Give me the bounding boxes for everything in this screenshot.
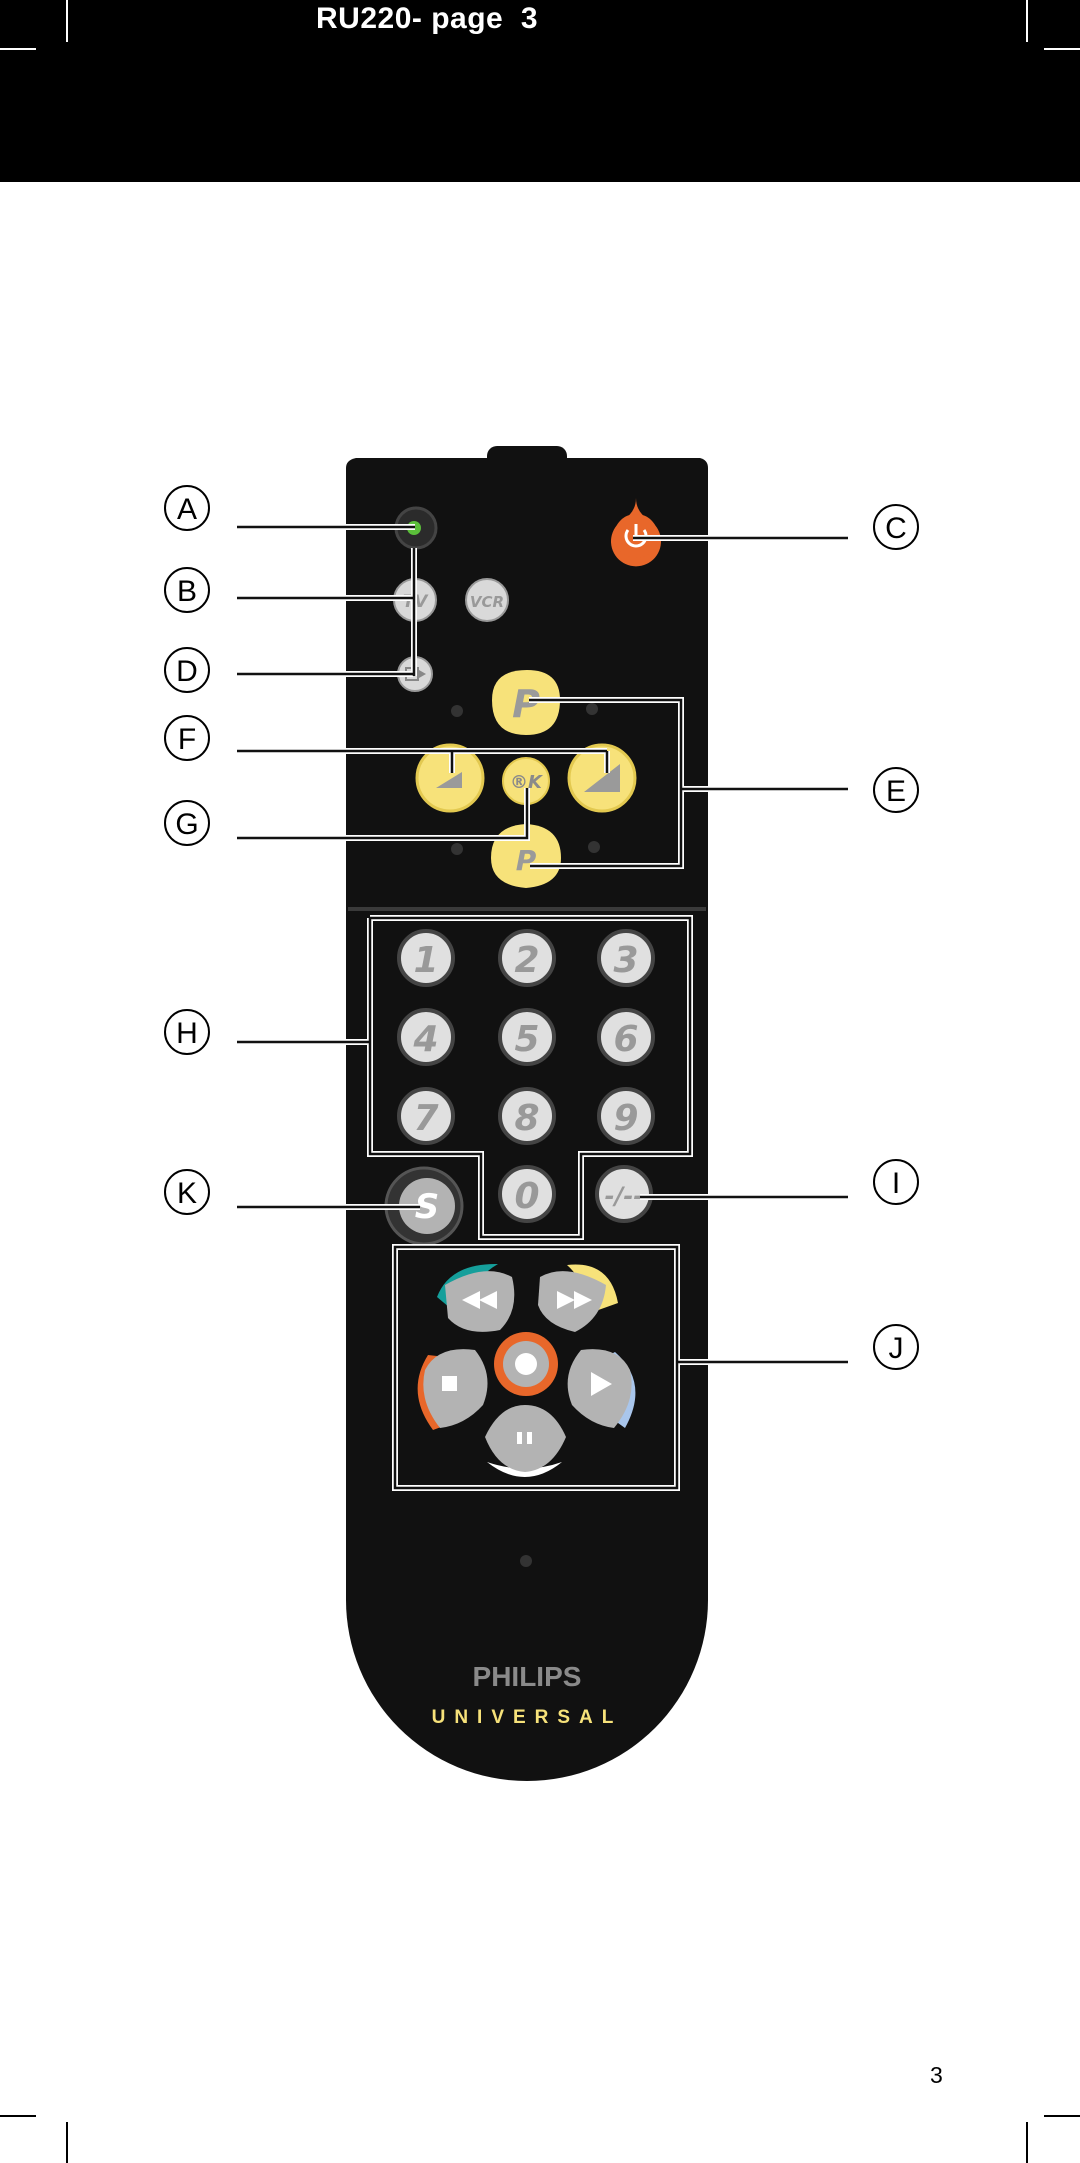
digit-label-8: 8: [514, 1098, 539, 1139]
callout-lines: [237, 524, 848, 1491]
digit-label-6: 6: [613, 1019, 638, 1060]
digit-label-5: 5: [514, 1019, 539, 1060]
callout-i-label: I: [892, 1167, 900, 1200]
callout-f: F: [164, 715, 210, 761]
digit-label-2: 2: [514, 940, 539, 981]
fast-forward-button[interactable]: [538, 1271, 606, 1332]
page-number: 3: [930, 2062, 943, 2088]
callout-a: A: [164, 485, 210, 531]
volume-down-button[interactable]: [415, 743, 485, 813]
callout-j-label: J: [889, 1332, 904, 1365]
stop-button[interactable]: [423, 1349, 488, 1428]
digit-button-4[interactable]: 4: [397, 1008, 455, 1066]
digit-keypad: 1 2 3 4 5 6 7 8 9 0: [397, 929, 655, 1223]
digit-label-1: 1: [413, 940, 438, 981]
callout-e-label: E: [886, 775, 906, 808]
decor-dot: [586, 703, 598, 715]
rewind-button[interactable]: [445, 1271, 515, 1332]
digit-label-4: 4: [412, 1019, 438, 1060]
callout-f-label: F: [178, 723, 196, 756]
callout-j: J: [873, 1324, 919, 1370]
microphone-dot: [520, 1555, 532, 1567]
mute-button[interactable]: ®K: [502, 757, 550, 805]
program-up-label: P: [512, 682, 540, 726]
rewind-icon: [462, 1291, 497, 1309]
callout-g-label: G: [175, 808, 198, 841]
brand-line: UNIVERSAL: [432, 1707, 623, 1728]
decor-dot: [451, 843, 463, 855]
mute-button-label: ®K: [510, 772, 544, 793]
digit-label-0: 0: [514, 1176, 539, 1217]
callout-g: G: [164, 800, 210, 846]
volume-down-icon: [436, 772, 462, 788]
stop-icon: [442, 1376, 457, 1391]
record-button[interactable]: [494, 1332, 558, 1396]
decor-dot: [588, 841, 600, 853]
digit-button-1[interactable]: 1: [397, 929, 455, 987]
brand-name: PHILIPS: [473, 1661, 582, 1692]
decor-dot: [451, 705, 463, 717]
program-up-button[interactable]: P: [492, 670, 560, 735]
digit-button-8[interactable]: 8: [498, 1087, 556, 1145]
callout-b: B: [164, 567, 210, 613]
digit-label-9: 9: [613, 1098, 638, 1139]
crop-mark-top-right-h: [1044, 48, 1080, 50]
play-button[interactable]: [567, 1349, 632, 1428]
digit-button-2[interactable]: 2: [498, 929, 556, 987]
crop-mark-bottom-right: [1026, 2122, 1028, 2163]
digit-button-3[interactable]: 3: [597, 929, 655, 987]
crop-mark-bottom-left-h: [0, 2115, 36, 2117]
callout-i: I: [873, 1159, 919, 1205]
page-header: RU220- page 3: [0, 0, 1080, 182]
pause-button[interactable]: [485, 1405, 566, 1472]
callout-c-label: C: [885, 512, 907, 545]
callout-d: D: [164, 647, 210, 693]
record-icon: [515, 1353, 537, 1375]
transport-cluster: [417, 1263, 636, 1477]
header-title: RU220- page 3: [316, 2, 539, 35]
program-down-label: P: [516, 844, 537, 877]
callout-c: C: [873, 504, 919, 550]
digit-label-7: 7: [413, 1098, 438, 1139]
callout-h-label: H: [176, 1017, 198, 1050]
digit-button-0[interactable]: 0: [498, 1165, 556, 1223]
digit-label-3: 3: [613, 940, 638, 981]
vcr-button-label: VCR: [470, 593, 504, 611]
callout-k-label: K: [177, 1177, 197, 1210]
crop-mark-bottom-right-h: [1044, 2115, 1080, 2117]
fast-forward-icon: [557, 1291, 592, 1309]
callout-h: H: [164, 1009, 210, 1055]
double-digit-label: -/--: [605, 1182, 644, 1210]
callout-b-label: B: [177, 575, 197, 608]
play-icon: [591, 1372, 612, 1396]
volume-up-icon: [584, 764, 620, 792]
callout-a-label: A: [177, 493, 197, 526]
vcr-button[interactable]: VCR: [465, 578, 509, 622]
crop-mark-top-left: [66, 0, 68, 42]
crop-mark-bottom-left: [66, 2122, 68, 2163]
callout-d-label: D: [176, 655, 198, 688]
digit-button-5[interactable]: 5: [498, 1008, 556, 1066]
digit-button-6[interactable]: 6: [597, 1008, 655, 1066]
digit-button-9[interactable]: 9: [597, 1087, 655, 1145]
callout-e: E: [873, 767, 919, 813]
crop-mark-top-right: [1026, 0, 1028, 42]
callout-k: K: [164, 1169, 210, 1215]
crop-mark-top-left-h: [0, 48, 36, 50]
volume-up-button[interactable]: [567, 743, 637, 813]
pause-icon: [517, 1432, 522, 1444]
digit-button-7[interactable]: 7: [397, 1087, 455, 1145]
